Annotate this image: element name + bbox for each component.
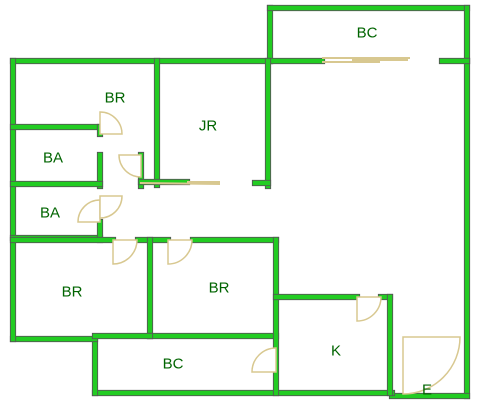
room-label-ba-lower: BA: [40, 205, 60, 222]
door-swing: [118, 154, 142, 178]
walls: [9, 4, 471, 400]
doors: [77, 111, 461, 395]
room-label-bc-bottom: BC: [163, 356, 184, 373]
door-swing: [402, 336, 461, 395]
room-label-k: K: [331, 343, 341, 360]
door-swing: [77, 199, 101, 223]
door-swing: [112, 239, 138, 265]
windows: [139, 57, 410, 185]
room-label-jr: JR: [199, 118, 218, 135]
door-swing: [99, 111, 123, 135]
door-swing: [356, 296, 382, 322]
door-swing: [167, 239, 193, 265]
door-swing: [99, 195, 123, 219]
door-swing: [251, 347, 277, 373]
room-label-bc-top: BC: [357, 25, 378, 42]
room-label-br-bottom-center: BR: [209, 280, 230, 297]
room-label-br-bottom-left: BR: [62, 284, 83, 301]
room-label-br-top-left: BR: [105, 90, 126, 107]
sliding-window: [139, 182, 221, 185]
room-label-e: E: [422, 382, 432, 399]
room-label-ba-upper: BA: [43, 150, 63, 167]
